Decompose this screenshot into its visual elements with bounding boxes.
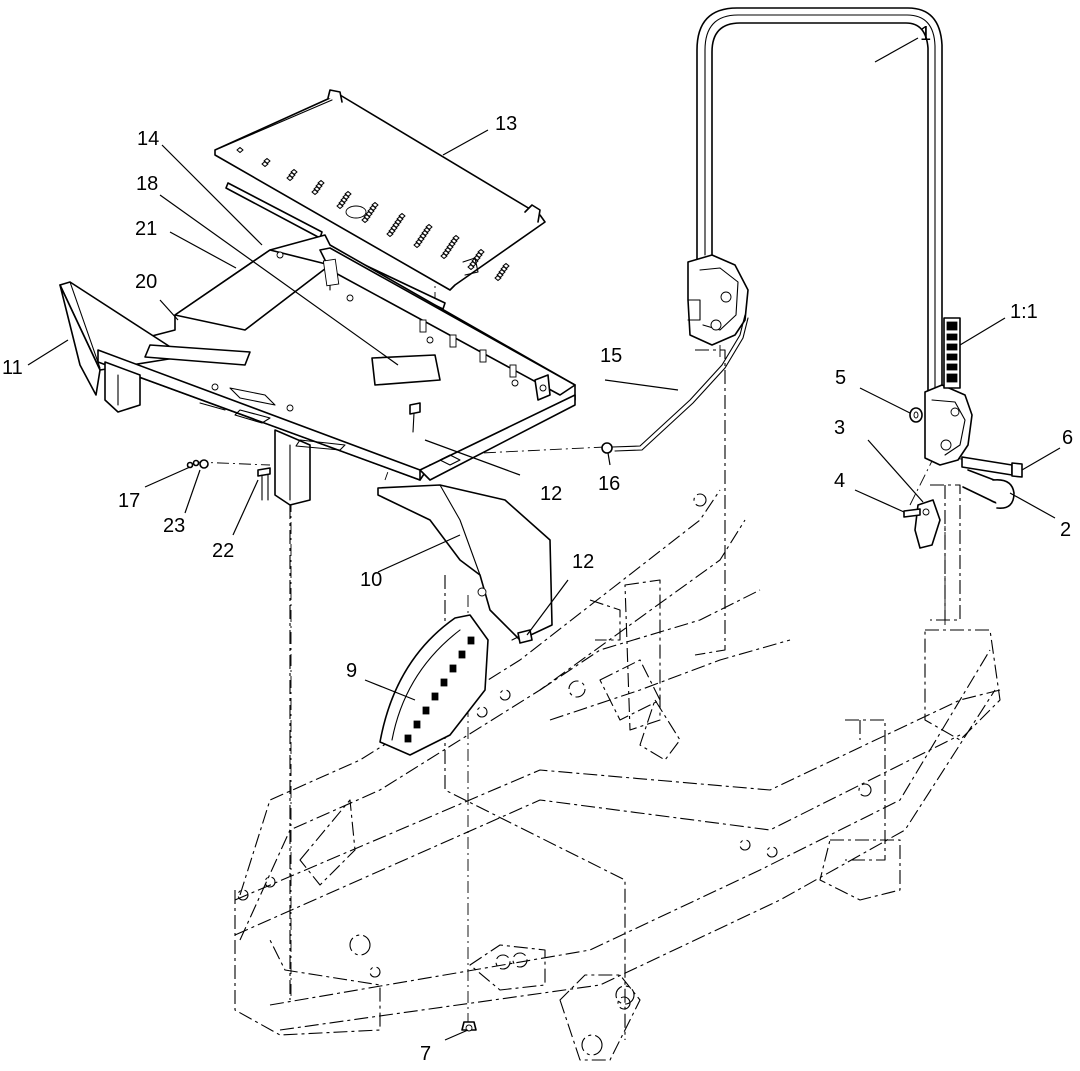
callout-5: 5 <box>835 367 846 389</box>
perforation-hole <box>336 202 344 210</box>
warning-label-icon <box>946 321 958 383</box>
callout-labels: 1 1:1 2 3 4 5 6 7 9 10 11 12 12 13 14 15… <box>2 23 1073 1065</box>
callout-16: 16 <box>598 473 620 495</box>
callout-2: 2 <box>1060 519 1071 541</box>
callout-17: 17 <box>118 490 140 512</box>
gauge-mark <box>449 664 457 673</box>
gauge-marks <box>404 636 475 743</box>
callout-10: 10 <box>360 569 382 591</box>
callout-20: 20 <box>135 271 157 293</box>
callout-6: 6 <box>1062 427 1073 449</box>
leader-lines <box>27 37 1061 1041</box>
perforation-hole <box>467 263 475 271</box>
callout-13: 13 <box>495 113 517 135</box>
pan-hardware <box>186 459 271 501</box>
rops-roll-bar <box>687 7 973 466</box>
gauge-mark <box>422 706 430 715</box>
plate-perforations <box>236 146 510 282</box>
callout-15: 15 <box>600 345 622 367</box>
callout-18: 18 <box>136 173 158 195</box>
gauge-mark <box>431 692 439 701</box>
perforation-hole <box>440 252 448 260</box>
callout-21: 21 <box>135 218 157 240</box>
callout-7: 7 <box>420 1043 431 1065</box>
gauge-mark <box>440 678 448 687</box>
perforation-hole <box>361 216 369 224</box>
side-shield <box>377 484 553 644</box>
callout-12-upper: 12 <box>540 483 562 505</box>
height-gauge-decal <box>379 614 489 756</box>
perforation-hole <box>413 241 421 249</box>
seat-pan-assembly <box>59 234 576 506</box>
perforation-hole <box>311 188 319 196</box>
callout-3: 3 <box>834 417 845 439</box>
callout-1: 1 <box>920 23 931 45</box>
callout-1-1: 1:1 <box>1010 301 1038 323</box>
perforation-hole <box>386 230 394 238</box>
gauge-mark <box>458 650 466 659</box>
perforation-hole <box>286 174 294 182</box>
callout-22: 22 <box>212 540 234 562</box>
callout-4: 4 <box>834 470 845 492</box>
gauge-mark <box>404 734 412 743</box>
perforation-hole <box>261 160 269 168</box>
mower-frame-phantom <box>234 349 1001 1061</box>
perforation-hole <box>236 146 244 154</box>
callout-23: 23 <box>163 515 185 537</box>
rops-hardware <box>461 407 1023 1032</box>
gauge-mark <box>467 636 475 645</box>
callout-14: 14 <box>137 128 159 150</box>
link-rod <box>601 314 749 454</box>
callout-11: 11 <box>2 357 23 379</box>
perforation-hole <box>494 274 502 282</box>
callout-9: 9 <box>346 660 357 682</box>
callout-12-lower: 12 <box>572 551 594 573</box>
gauge-mark <box>413 720 421 729</box>
